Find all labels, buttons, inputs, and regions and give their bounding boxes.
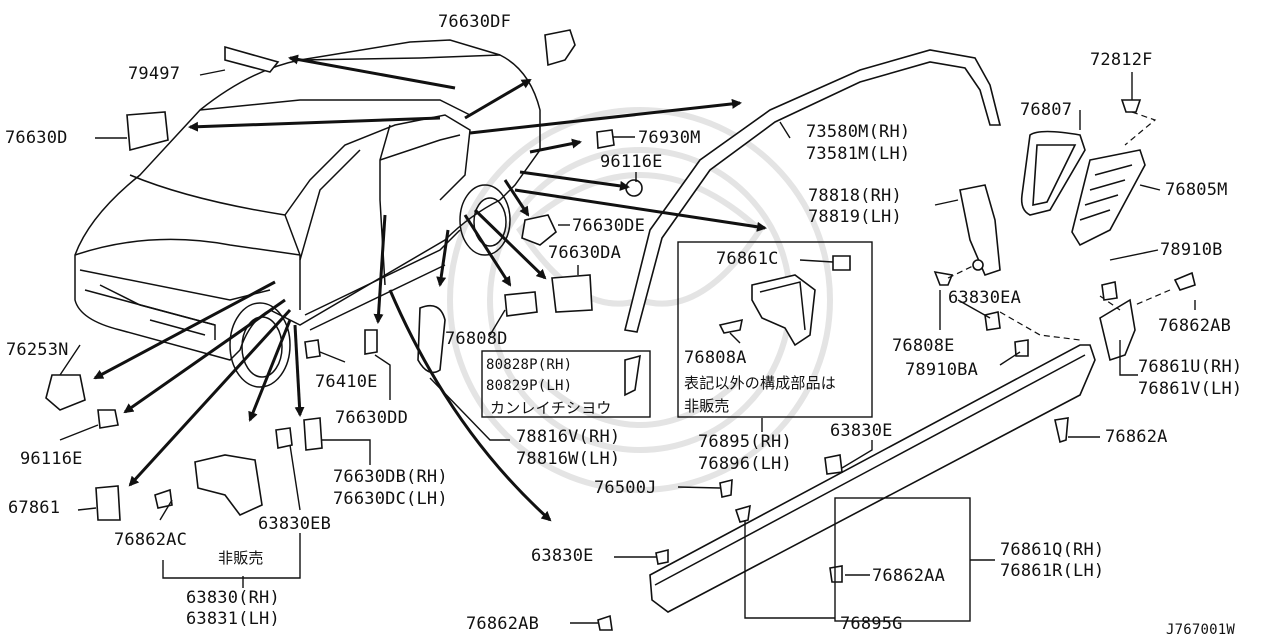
- label-76807: 76807: [1020, 100, 1073, 120]
- note-line-1: 表記以外の構成部品は: [684, 374, 837, 392]
- rear-vent-panel: [1071, 149, 1146, 247]
- label-76862AA: 76862AA: [872, 566, 946, 586]
- label-76895: 76895(RH): [698, 432, 792, 452]
- label-76862A: 76862A: [1105, 427, 1168, 447]
- label-76896: 76896(LH): [698, 454, 792, 474]
- label-78816W: 78816W(LH): [516, 449, 621, 469]
- not-sold-label: 非販売: [218, 549, 264, 567]
- label-76862AB-right: 76862AB: [1158, 316, 1232, 336]
- label-63830EB: 63830EB: [258, 514, 332, 534]
- caution-label-text: カンレイチシヨウ: [490, 399, 612, 417]
- label-78910B: 78910B: [1160, 240, 1223, 260]
- label-76861U: 76861U(RH): [1138, 357, 1243, 377]
- label-96116E-left: 96116E: [20, 449, 83, 469]
- drawing-reference: J767001W: [1166, 622, 1236, 638]
- screw-76808E: [933, 264, 976, 286]
- label-76808A: 76808A: [684, 348, 747, 368]
- label-63830EA: 63830EA: [948, 288, 1022, 308]
- label-78910BA: 78910BA: [905, 360, 979, 380]
- label-76630DF: 76630DF: [438, 12, 512, 32]
- label-72812F: 72812F: [1090, 50, 1153, 70]
- label-78818: 78818(RH): [808, 186, 902, 206]
- bracket-78818: [959, 184, 1001, 276]
- label-78819: 78819(LH): [808, 207, 902, 227]
- label-79497: 79497: [128, 64, 181, 84]
- label-63830E-top: 63830E: [830, 421, 893, 441]
- left-parts: [45, 29, 643, 521]
- label-76861Q: 76861Q(RH): [1000, 540, 1105, 560]
- label-76861C: 76861C: [716, 249, 779, 269]
- sill-fasteners: [597, 271, 1196, 631]
- note-line-2: 非販売: [684, 397, 730, 415]
- side-sill-molding: [649, 289, 1171, 613]
- label-67861: 67861: [8, 498, 61, 518]
- label-63831: 63831(LH): [186, 609, 280, 629]
- label-76630D: 76630D: [5, 128, 68, 148]
- label-80828P: 80828P(RH): [486, 357, 573, 373]
- label-76862AB-bottom: 76862AB: [466, 614, 540, 634]
- label-76930M: 76930M: [638, 128, 701, 148]
- label-76861V: 76861V(LH): [1138, 379, 1243, 399]
- label-76808D: 76808D: [445, 329, 508, 349]
- mud-guard-assembly: [677, 241, 873, 418]
- label-76630DD: 76630DD: [335, 408, 409, 428]
- label-76808E: 76808E: [892, 336, 955, 356]
- label-76805M: 76805M: [1165, 180, 1228, 200]
- arrows: [93, 54, 767, 522]
- rear-quarter-glass: [1020, 130, 1086, 216]
- label-78816V: 78816V(RH): [516, 427, 621, 447]
- label-76500J: 76500J: [594, 478, 657, 498]
- label-76630DB: 76630DB(RH): [333, 467, 448, 487]
- roof-molding: [624, 49, 1002, 333]
- label-63830: 63830(RH): [186, 588, 280, 608]
- label-76630DC: 76630DC(LH): [333, 489, 448, 509]
- caution-label-box: [481, 350, 651, 418]
- label-76410E: 76410E: [315, 372, 378, 392]
- label-63830E-bottom: 63830E: [531, 546, 594, 566]
- clip-72812F: [1120, 99, 1157, 146]
- leader-lines: [59, 69, 1196, 624]
- label-76862AC: 76862AC: [114, 530, 188, 550]
- label-76630DA: 76630DA: [548, 243, 622, 263]
- label-80829P: 80829P(LH): [486, 378, 573, 394]
- label-73580M: 73580M(RH): [806, 122, 911, 142]
- label-76861R: 76861R(LH): [1000, 561, 1105, 581]
- label-73581M: 73581M(LH): [806, 144, 911, 164]
- label-76630DE: 76630DE: [572, 216, 646, 236]
- label-96116E-top: 96116E: [600, 152, 663, 172]
- label-76895G: 76895G: [840, 614, 903, 634]
- label-76253N: 76253N: [6, 340, 69, 360]
